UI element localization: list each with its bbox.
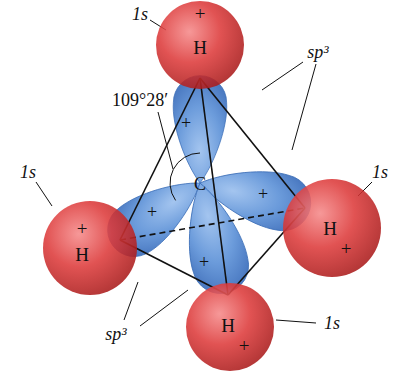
orbital-label: C <box>194 175 206 193</box>
orbital-label: + <box>258 185 268 203</box>
orbital-label: sp³ <box>105 325 126 343</box>
atom-text: + <box>195 4 206 23</box>
orbital-label: + <box>147 203 157 221</box>
hydrogen-sphere: H+ <box>186 283 274 371</box>
atom-text: + <box>239 336 250 355</box>
hydrogen-sphere: H+ <box>283 179 381 277</box>
atom-text: H <box>75 245 89 264</box>
orbital-label: + <box>181 114 191 132</box>
atom-text: H <box>221 316 235 335</box>
orbital-label: 109°28′ <box>112 91 168 109</box>
orbital-label: 1s <box>372 163 388 181</box>
orbital-label: 1s <box>132 5 148 23</box>
orbital-label: + <box>199 253 209 271</box>
atom-text: H <box>193 38 207 57</box>
sphere-shape <box>43 201 137 295</box>
orbital-label: sp³ <box>307 43 328 61</box>
atom-text: + <box>77 219 88 238</box>
atom-text: + <box>341 239 352 258</box>
atom-text: H <box>323 219 337 238</box>
orbital-label: 1s <box>20 163 36 181</box>
hydrogen-sphere: +H <box>156 1 244 89</box>
orbital-label: 1s <box>324 314 340 332</box>
hydrogen-sphere: +H <box>43 201 137 295</box>
tetrahedron <box>120 78 305 295</box>
